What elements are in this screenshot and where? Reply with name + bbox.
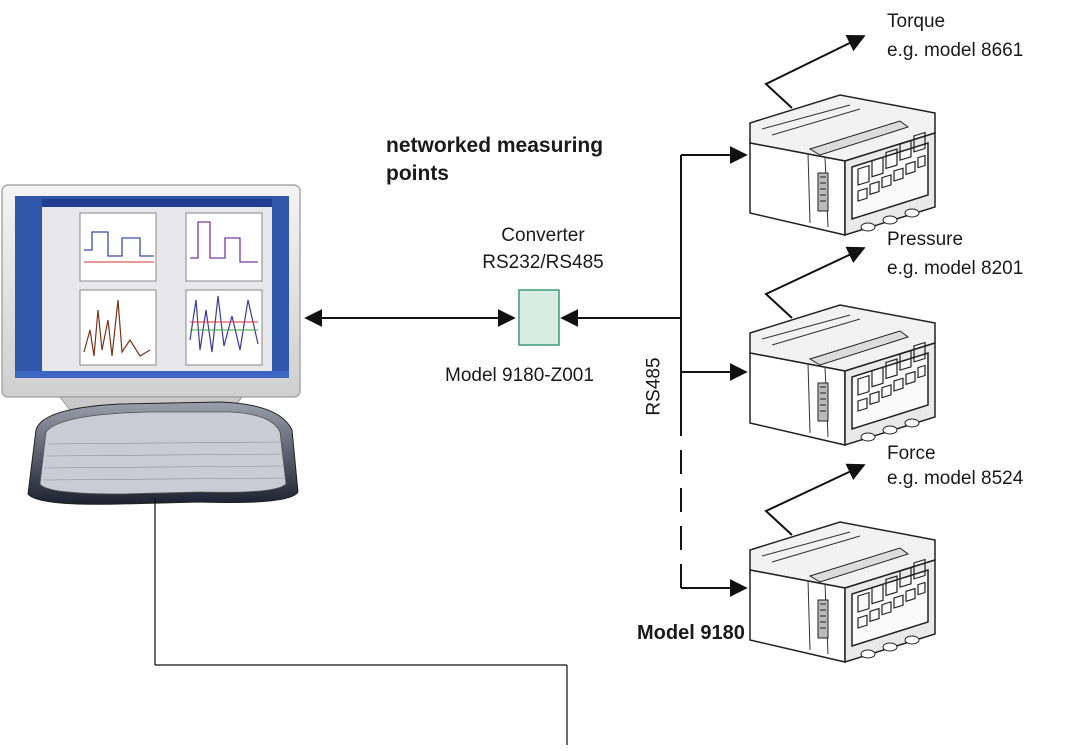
sensor-label-torque: Torque e.g. model 8661 — [887, 10, 1023, 62]
meter-device-2 — [749, 304, 936, 446]
converter-box — [518, 289, 560, 346]
sensor-arrow-2 — [764, 246, 866, 319]
computer-illustration — [1, 184, 568, 745]
sensor-model: e.g. model 8524 — [887, 468, 1024, 489]
converter-title-line-1: Converter — [501, 225, 585, 246]
headline-line-1: networked measuring — [386, 134, 604, 157]
sensor-model: e.g. model 8661 — [887, 40, 1024, 61]
sensor-model: e.g. model 8201 — [887, 258, 1024, 279]
sensor-arrow-1 — [764, 35, 866, 109]
sensor-label-force: Force e.g. model 8524 — [887, 442, 1023, 490]
sensor-name: Pressure — [887, 229, 964, 250]
sensor-name: Torque — [887, 11, 946, 32]
headline: networked measuring points — [386, 132, 603, 188]
headline-line-2: points — [386, 162, 449, 185]
rs485-label: RS485 — [643, 357, 665, 416]
device-series-label: Model 9180 — [637, 622, 745, 644]
meter-device-3 — [749, 521, 936, 663]
sensor-label-pressure: Pressure e.g. model 8201 — [887, 228, 1023, 280]
converter-title-line-2: RS232/RS485 — [482, 252, 604, 273]
converter-model-label: Model 9180-Z001 — [445, 365, 594, 386]
sensor-name: Force — [887, 443, 936, 464]
sensor-arrow-3 — [764, 463, 866, 536]
meter-device-1 — [749, 94, 936, 236]
converter-title: Converter RS232/RS485 — [468, 224, 618, 274]
